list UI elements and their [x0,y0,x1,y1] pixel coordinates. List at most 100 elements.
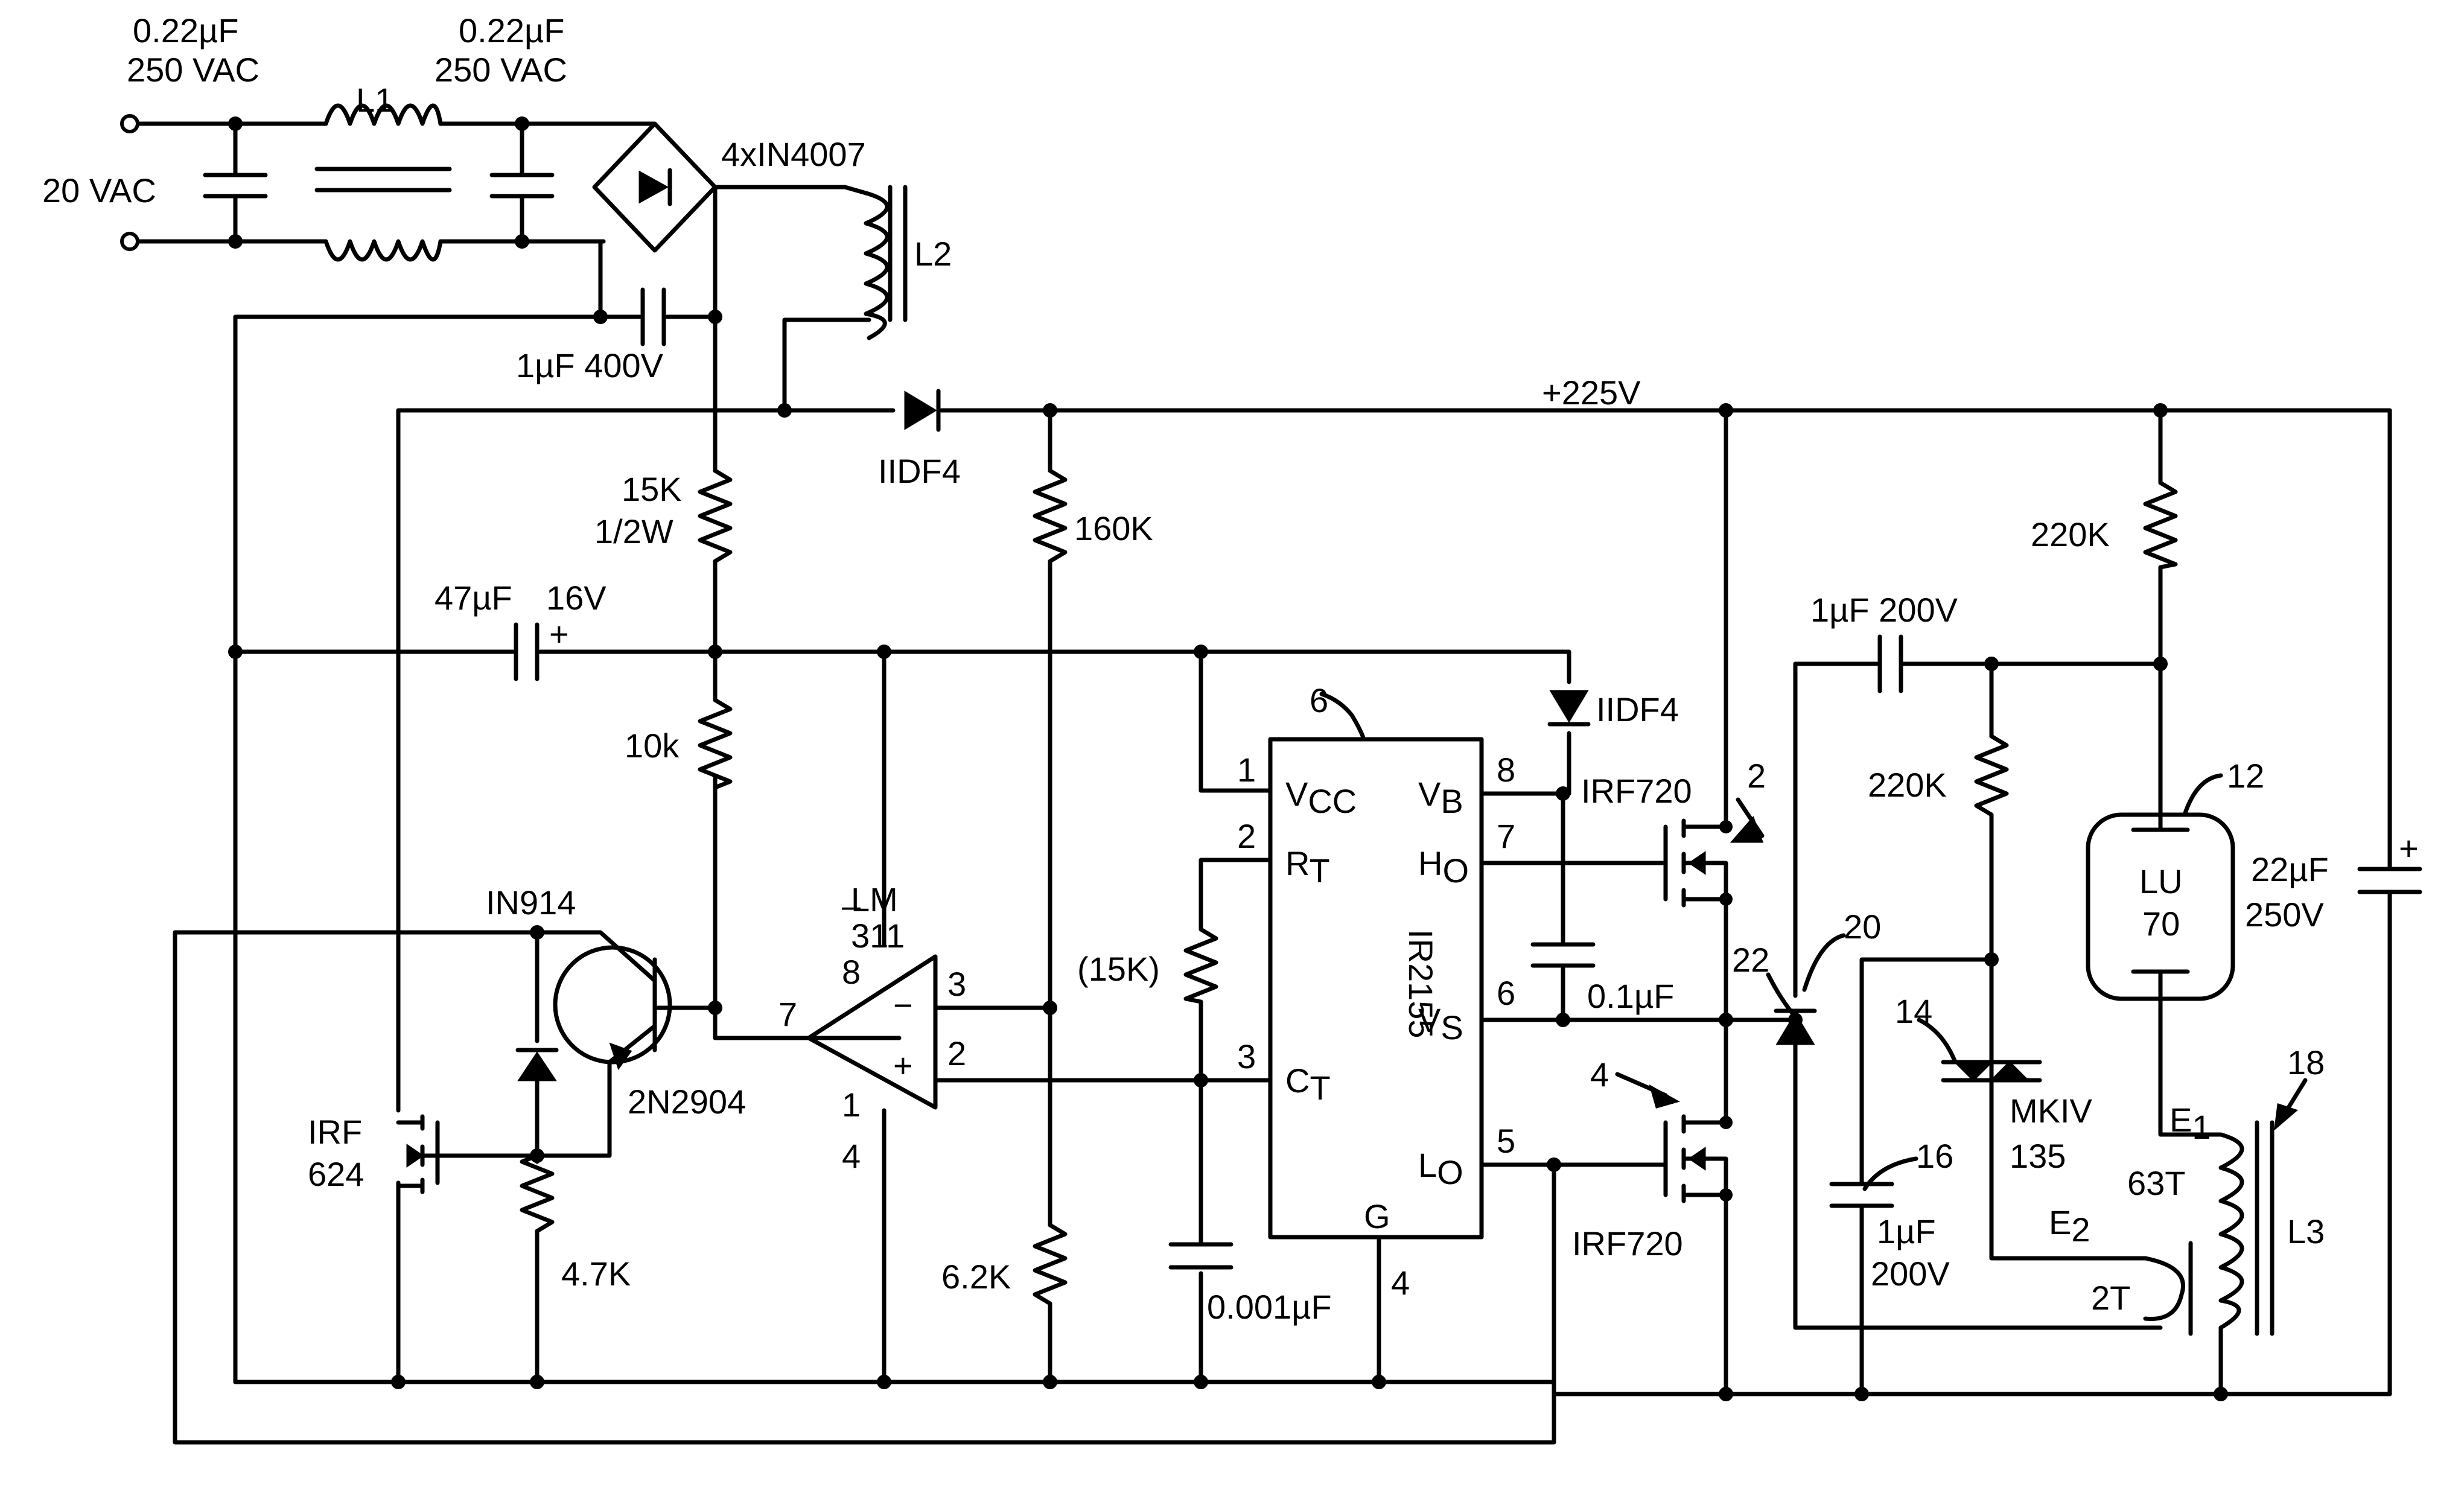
inductor-turns-aux: 2T [2091,1279,2130,1317]
resistor-220k-top: 220K [2031,480,2178,570]
cap-16-ref: 16 [1916,1137,1953,1175]
comparator-pin8: 8 [842,953,861,991]
node-22-leader [1766,972,1798,1019]
cap-16: 1µF 200V 16 [1829,1137,1953,1293]
inductor-l2: L2 [864,185,952,340]
ic-pin6: 6 [1497,974,1515,1012]
resistor-6-2k: 6.2K [941,1223,1068,1318]
comparator-pin3: 3 [947,965,966,1003]
resistor-15k: 15K 1/2W [594,468,733,570]
comparator-pin4: 4 [842,1137,861,1175]
cap-22uf: 22µF 250V + [2245,829,2422,934]
diode-main-label: IIDF4 [878,452,961,490]
inductor-e2: E2 [2049,1203,2090,1249]
cap-16-voltage: 200V [1871,1255,1950,1293]
inductor-turns-main: 63T [2127,1164,2186,1202]
wires [127,121,2392,1445]
cap-boot-label: 0.1µF [1587,977,1674,1015]
inductor-e1: E1 [2170,1101,2211,1146]
comparator-dash: – [842,887,861,925]
resistor-160k-label: 160K [1074,509,1153,547]
resistor-15k-power: 1/2W [594,512,673,550]
diode-main: IIDF4 [878,389,961,490]
lamp-line1: LU [2139,862,2183,900]
cap-47uf-value: 47µF [435,579,512,617]
comparator-plus: + [893,1046,913,1084]
ic-pin7: 7 [1497,817,1515,855]
cap-47uf-polarity: + [549,615,569,653]
diode-20-ref: 20 [1844,908,1881,946]
cap-1uf-200v-label: 1µF 200V [1810,591,1958,629]
mosfet-low: IRF720 4 [1572,1055,1733,1262]
diode-boot: IIDF4 [1547,690,1679,728]
bulk-cap-label: 1µF 400V [516,346,664,384]
ic-rt: RT [1285,844,1330,890]
bridge-label: 4xIN4007 [721,135,866,173]
cap-16-value: 1µF [1877,1212,1936,1250]
inductor-l3-label: L3 [2287,1212,2325,1250]
transistor-2n2904: 2N2904 [538,930,746,1121]
cap-boot: 0.1µF [1530,942,1674,1015]
ic-g: G [1364,1197,1390,1235]
input-cap-left-value: 0.22µF [133,11,238,49]
cap-0-001uf-label: 0.001µF [1207,1288,1332,1326]
comparator-line1: LM [851,880,898,919]
mosfet-irf624-line1: IRF [308,1113,362,1151]
rail-label: +225V [1542,374,1641,412]
triac-mkiv135: MKIV 135 14 [1895,992,2093,1175]
transistor-2n2904-label: 2N2904 [628,1083,746,1121]
node-22-label: 22 [1732,941,1769,979]
resistor-220k-mid: 220K [1868,734,2009,817]
mosfet-high-ref: 2 [1747,757,1766,795]
input-cap-right-voltage: 250 VAC [435,51,567,89]
resistor-15k-paren: (15K) [1077,927,1218,1004]
resistor-15k-paren-label: (15K) [1077,950,1160,988]
comparator-lm311: LM 311 – − + 8 7 3 2 1 4 [778,880,966,1175]
comparator-pin7: 7 [778,995,797,1033]
cap-22uf-polarity: + [2399,829,2419,867]
ic-ct: CT [1285,1062,1331,1107]
input-cap-right-value: 0.22µF [459,11,564,49]
ic-lo: LO [1418,1146,1463,1191]
mosfet-irf624: IRF 624 [308,1113,440,1194]
ic-ir2155: 6 IR2155 VCC RT CT G VB HO VS LO 1 2 3 4… [1237,681,1515,1302]
choke-l1: L1 [314,81,452,262]
input-cap-left: 0.22µF 250 VAC [127,11,268,244]
diode-in914-label: IN914 [486,883,576,922]
triac-line1: MKIV [2010,1092,2093,1130]
ic-name: IR2155 [1402,929,1440,1039]
lamp-lu70: LU 70 12 [2086,757,2264,1001]
mosfet-high-label: IRF720 [1581,772,1692,810]
ic-vs: VS [1418,1001,1463,1046]
bridge-rectifier: 4xIN4007 [592,121,866,253]
choke-l1-label: L1 [356,81,393,119]
comparator-minus: − [893,986,913,1024]
resistor-220k-top-label: 220K [2031,515,2110,553]
bulk-cap: 1µF 400V [516,287,666,384]
cap-22uf-value: 22µF [2251,850,2329,888]
ic-vcc: VCC [1285,775,1357,820]
ic-pin5: 5 [1497,1122,1515,1160]
ic-pin1: 1 [1237,751,1256,789]
mosfet-irf624-line2: 624 [308,1155,364,1193]
junction-dots [228,116,2228,1401]
ic-vb: VB [1418,775,1463,820]
diode-boot-label: IIDF4 [1596,690,1679,728]
cap-22uf-voltage: 250V [2245,896,2324,934]
mosfet-low-label: IRF720 [1572,1224,1683,1262]
resistor-15k-value: 15K [622,470,682,508]
lamp-line2: 70 [2142,905,2180,943]
comparator-pin1: 1 [842,1086,861,1124]
resistor-4-7k-label: 4.7K [561,1255,631,1293]
ic-ref: 6 [1310,681,1328,719]
diode-in914: IN914 [486,883,576,1081]
ic-pin3: 3 [1237,1037,1256,1075]
cap-0-001uf: 0.001µF [1168,1242,1332,1326]
input-terminals: 20 VAC [42,114,156,251]
cap-1uf-200v: 1µF 200V [1810,591,1958,693]
inductor-l3-ref: 18 [2287,1043,2325,1081]
lamp-ref: 12 [2227,757,2264,795]
ic-pin4: 4 [1391,1264,1410,1302]
ic-ho: HO [1418,844,1469,890]
